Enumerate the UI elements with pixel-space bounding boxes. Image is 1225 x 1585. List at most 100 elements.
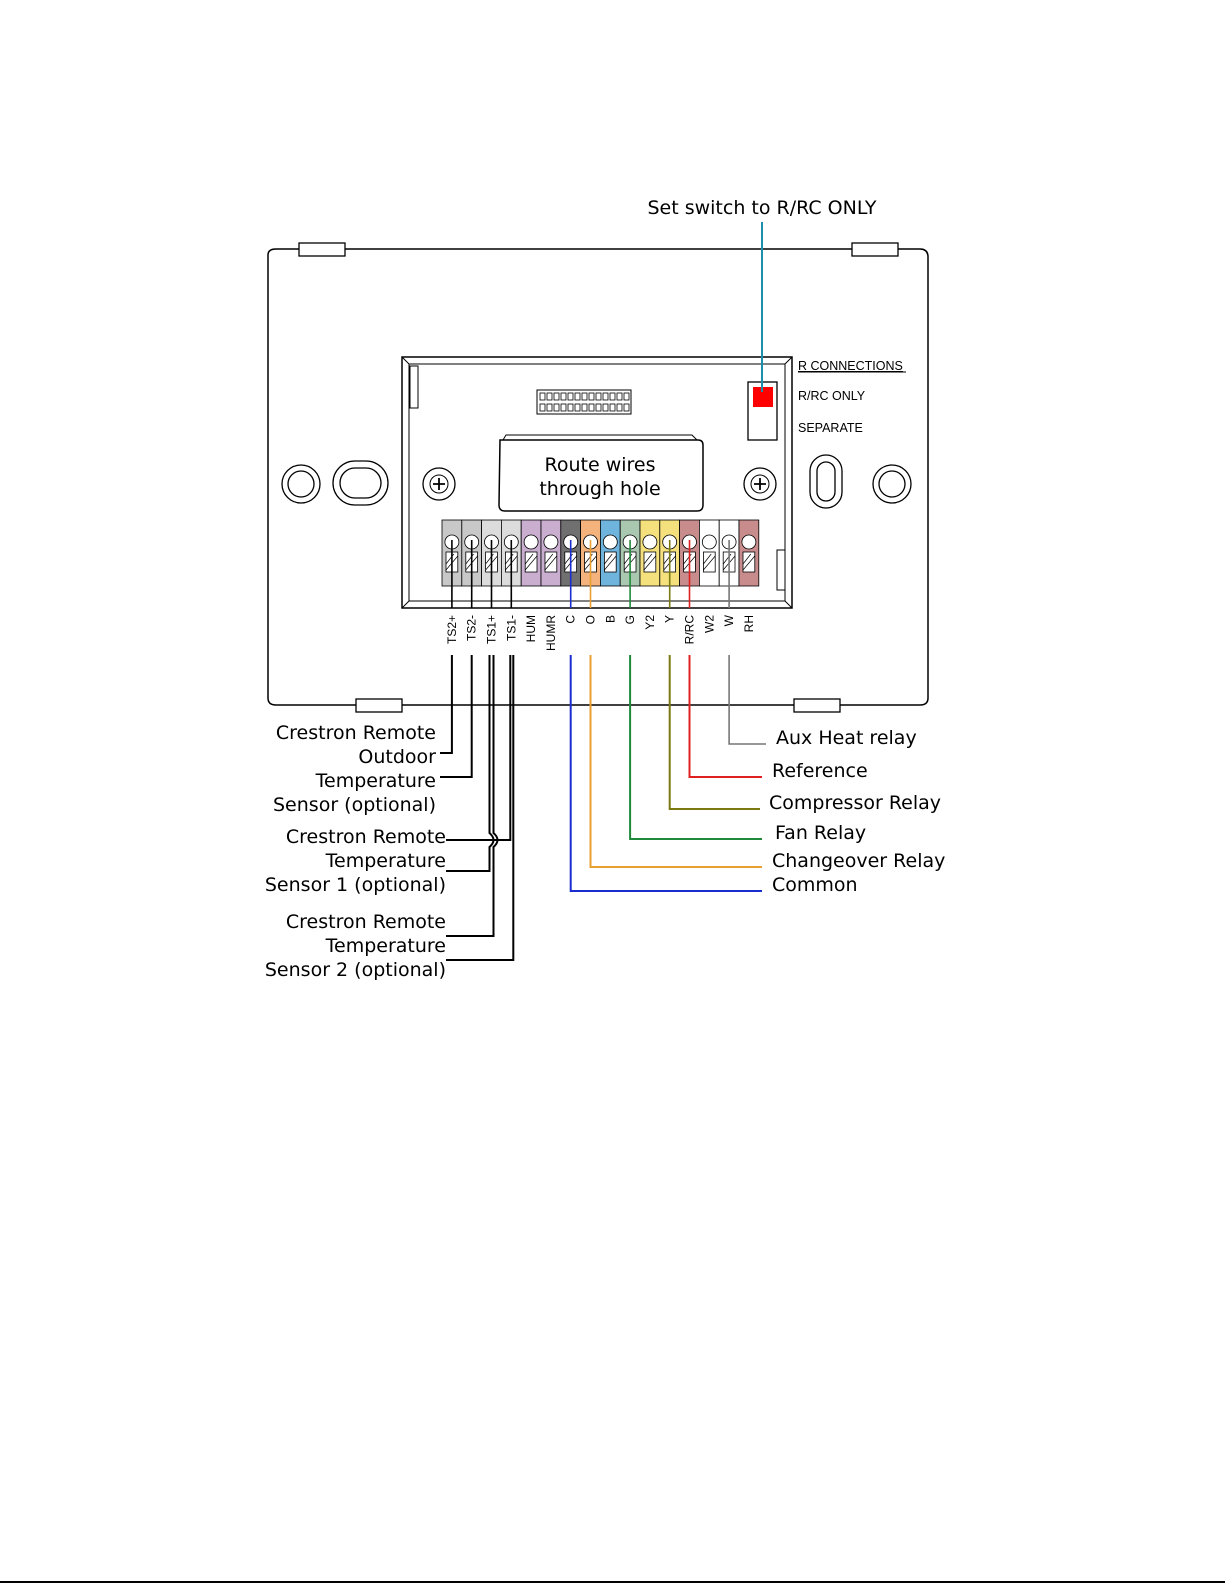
plate-tab bbox=[355, 698, 403, 713]
wire-hole bbox=[498, 439, 704, 512]
sensor1-label: Temperature bbox=[325, 850, 446, 872]
mounting-slot bbox=[339, 467, 382, 499]
header-pin bbox=[574, 392, 581, 401]
terminal-label: RH bbox=[742, 615, 756, 632]
header-pin bbox=[602, 403, 609, 412]
terminal-w2[interactable] bbox=[699, 519, 720, 587]
header-pin bbox=[567, 392, 574, 401]
common-label: Common bbox=[772, 874, 858, 896]
wire-common bbox=[569, 655, 762, 892]
changeover-relay-label: Changeover Relay bbox=[772, 850, 945, 872]
screw-icon bbox=[422, 467, 456, 501]
terminal-rh[interactable] bbox=[738, 519, 760, 587]
header-pin bbox=[553, 392, 560, 401]
wire-fan bbox=[629, 655, 762, 840]
left-labels: Crestron Remote Outdoor Temperature Sens… bbox=[265, 722, 446, 981]
outdoor-sensor-label: Sensor (optional) bbox=[273, 794, 436, 816]
aux-heat-label: Aux Heat relay bbox=[776, 727, 917, 749]
plate-tab bbox=[851, 242, 899, 257]
terminal-hum[interactable] bbox=[520, 519, 542, 587]
wire-sensor2-ts1minus bbox=[446, 655, 515, 961]
sensor1-label: Crestron Remote bbox=[286, 826, 446, 848]
sensor2-label: Sensor 2 (optional) bbox=[265, 959, 446, 981]
header-pin bbox=[588, 392, 595, 401]
terminal-label: W2 bbox=[702, 615, 716, 633]
hole-label-line2: through hole bbox=[539, 478, 660, 500]
terminal-label: HUM bbox=[524, 615, 538, 642]
terminal-b[interactable] bbox=[600, 519, 621, 587]
screw-icon bbox=[743, 467, 777, 501]
header-pin bbox=[623, 403, 630, 412]
header-pin bbox=[623, 392, 630, 401]
wire-sensor1-ts1plus bbox=[446, 655, 495, 872]
right-labels: Aux Heat relay Reference Compressor Rela… bbox=[769, 727, 945, 896]
wire-outdoor-ts2minus bbox=[440, 655, 473, 778]
header-pin bbox=[595, 403, 602, 412]
recess-outer bbox=[401, 356, 793, 609]
terminal-label: Y bbox=[663, 615, 677, 623]
terminal-label: TS1+ bbox=[485, 615, 499, 644]
header-pin bbox=[567, 403, 574, 412]
header-pin bbox=[602, 392, 609, 401]
fan-relay-label: Fan Relay bbox=[775, 822, 866, 844]
terminal-label: W bbox=[722, 614, 736, 626]
header-pin bbox=[546, 392, 553, 401]
terminal-label: TS2+ bbox=[445, 615, 459, 644]
compressor-relay-label: Compressor Relay bbox=[769, 792, 941, 814]
terminal-label: G bbox=[623, 615, 637, 624]
outdoor-sensor-label: Temperature bbox=[315, 770, 436, 792]
r-connections-option-rrc: R/RC ONLY bbox=[798, 389, 866, 403]
latch bbox=[776, 549, 786, 591]
header-pin bbox=[560, 392, 567, 401]
page-bottom-rule bbox=[0, 1581, 1225, 1583]
latch bbox=[409, 365, 419, 409]
mounting-hole bbox=[872, 464, 912, 504]
wire-changeover bbox=[589, 655, 762, 868]
header-pin bbox=[616, 403, 623, 412]
header-pin bbox=[539, 392, 546, 401]
terminal-label: Y2 bbox=[643, 615, 657, 630]
sensor2-label: Crestron Remote bbox=[286, 911, 446, 933]
r-connections-heading: R CONNECTIONS bbox=[798, 359, 903, 373]
wire-outdoor-ts2plus bbox=[440, 655, 453, 754]
outdoor-sensor-label: Outdoor bbox=[358, 746, 436, 768]
terminal-label: TS1- bbox=[504, 615, 518, 641]
terminal-label: HUMR bbox=[544, 615, 558, 651]
outdoor-sensor-label: Crestron Remote bbox=[276, 722, 436, 744]
mounting-hole bbox=[281, 464, 321, 504]
header-pin bbox=[581, 403, 588, 412]
terminal-block bbox=[441, 519, 760, 587]
recess-inner bbox=[408, 363, 786, 602]
wire-compressor bbox=[668, 655, 760, 810]
mounting-slot bbox=[816, 461, 836, 502]
hole-label-line1: Route wires bbox=[545, 454, 656, 476]
terminal-humr[interactable] bbox=[540, 519, 562, 587]
header-pin bbox=[609, 392, 616, 401]
terminal-label: B bbox=[603, 615, 617, 623]
wire-reference bbox=[688, 655, 762, 778]
header-pin bbox=[588, 403, 595, 412]
pin-header bbox=[536, 389, 632, 415]
wire-aux-heat bbox=[728, 655, 766, 745]
sensor2-label: Temperature bbox=[325, 935, 446, 957]
reference-label: Reference bbox=[772, 760, 868, 782]
mounting-slot bbox=[809, 454, 843, 509]
wires bbox=[440, 540, 766, 961]
wire-sensor1-ts1minus bbox=[446, 655, 512, 841]
r-connections-option-separate: SEPARATE bbox=[798, 421, 863, 435]
mounting-hole bbox=[878, 470, 906, 498]
switch-callout-text: Set switch to R/RC ONLY bbox=[647, 197, 876, 219]
plate-tab bbox=[793, 698, 841, 713]
switch-slider bbox=[753, 387, 773, 407]
mounting-hole bbox=[287, 470, 315, 498]
header-pin bbox=[581, 392, 588, 401]
terminal-y2[interactable] bbox=[639, 519, 661, 587]
sensor1-label: Sensor 1 (optional) bbox=[265, 874, 446, 896]
header-pin bbox=[553, 403, 560, 412]
header-pin bbox=[539, 403, 546, 412]
terminal-label: TS2- bbox=[465, 615, 479, 641]
mounting-plate bbox=[267, 248, 929, 706]
terminal-label: O bbox=[584, 615, 598, 624]
